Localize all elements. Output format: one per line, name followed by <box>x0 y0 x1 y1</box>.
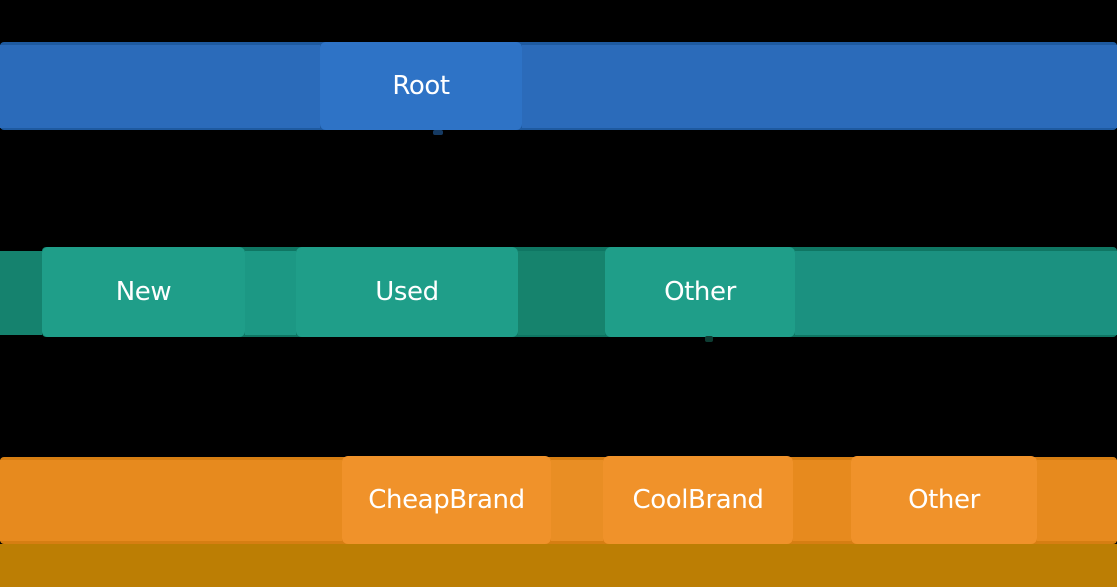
node-label-coolbrand: CoolBrand <box>632 485 764 515</box>
level-2-type-filler-segment <box>795 251 1117 335</box>
level-2-type-filler-segment <box>518 251 605 335</box>
node-label-other: Other <box>908 485 980 515</box>
node-used[interactable]: Used <box>296 247 518 337</box>
node-cheapbrand[interactable]: CheapBrand <box>342 456 551 544</box>
node-label-root: Root <box>392 71 450 101</box>
node-label-new: New <box>115 277 172 307</box>
partial-level-bar <box>0 544 1117 587</box>
node-other[interactable]: Other <box>851 456 1037 544</box>
level-3-brand-filler-segment <box>793 460 851 541</box>
node-coolbrand[interactable]: CoolBrand <box>603 456 793 544</box>
level-1-root-filler-segment <box>0 45 320 128</box>
node-new[interactable]: New <box>42 247 245 337</box>
node-label-cheapbrand: CheapBrand <box>368 485 525 515</box>
level-2-type-filler-segment <box>245 251 296 335</box>
level-3-brand-filler-segment <box>0 460 342 541</box>
level-3-brand-filler-segment <box>551 460 603 541</box>
node-root[interactable]: Root <box>320 42 522 130</box>
node-other[interactable]: Other <box>605 247 795 337</box>
level-2-type-filler-segment <box>0 251 42 335</box>
node-label-other: Other <box>664 277 736 307</box>
node-label-used: Used <box>375 277 439 307</box>
level-1-root-filler-segment <box>522 45 1117 128</box>
level-3-brand-filler-segment <box>1037 460 1117 541</box>
connector-stub <box>433 130 443 135</box>
connector-stub <box>705 336 713 342</box>
